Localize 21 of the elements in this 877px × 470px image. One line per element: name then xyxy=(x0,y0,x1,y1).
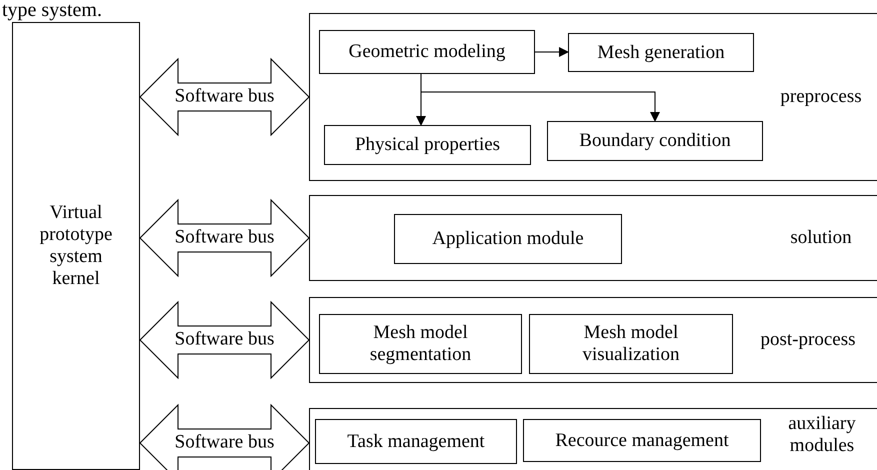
process-box: Geometric modeling xyxy=(319,30,535,74)
arrow xyxy=(534,47,569,57)
kernel-box: Virtual prototype system kernel xyxy=(12,22,140,470)
process-box: Recource management xyxy=(523,419,761,462)
module-panel xyxy=(309,408,877,470)
process-box: Task management xyxy=(315,419,517,464)
arrow xyxy=(420,74,660,122)
module-panel xyxy=(309,195,877,281)
caption-text: type system. xyxy=(2,0,102,20)
process-box: Application module xyxy=(394,214,622,264)
stage-label: auxiliary modules xyxy=(787,413,857,457)
module-panel xyxy=(309,13,877,181)
process-box: Physical properties xyxy=(324,125,531,165)
process-box: Mesh model visualization xyxy=(529,314,733,374)
stage-label: post-process xyxy=(760,329,856,351)
stage-label: solution xyxy=(789,227,853,249)
process-box: Boundary condition xyxy=(547,121,763,161)
module-panel xyxy=(309,297,877,383)
stage-label: preprocess xyxy=(779,86,863,108)
process-box: Mesh generation xyxy=(568,33,754,72)
process-box: Mesh model segmentation xyxy=(319,314,522,374)
